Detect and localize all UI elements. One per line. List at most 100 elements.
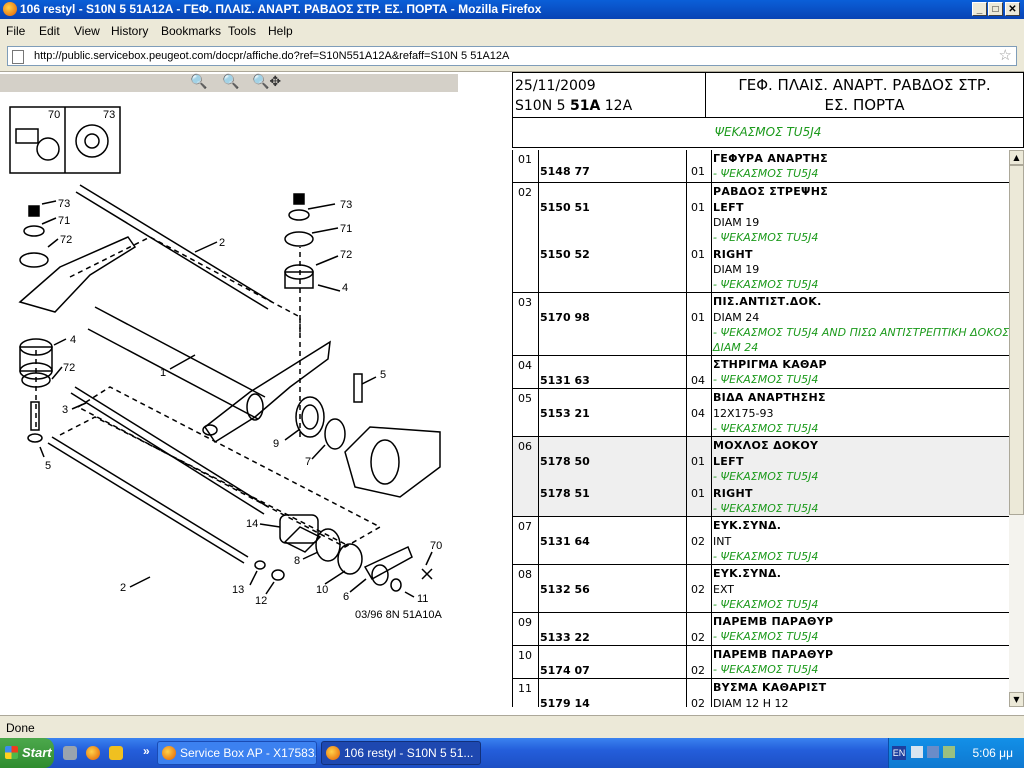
- menu-history[interactable]: History: [111, 24, 149, 38]
- diagram-label: 8: [294, 555, 300, 567]
- description-line: ΒΙΔΑ ΑΝΑΡΤΗΣΗΣ: [713, 391, 826, 404]
- item-number-cell: 04: [513, 356, 539, 388]
- part-number-cell: 5150 51 5150 52: [538, 183, 687, 292]
- firefox-launch-icon[interactable]: [86, 746, 100, 760]
- menu-help[interactable]: Help: [268, 24, 293, 38]
- description-line: EXT: [713, 583, 735, 596]
- description-line: - ΨΕΚΑΣΜΟΣ TU5J4: [713, 502, 819, 515]
- part-number[interactable]: 5150 51: [540, 201, 590, 214]
- part-number[interactable]: 5170 98: [540, 311, 590, 324]
- sheet-reference: S10N 5 51A 12A: [515, 98, 633, 114]
- pan-icon[interactable]: 🔍✥: [252, 74, 282, 90]
- part-number[interactable]: 5131 63: [540, 374, 590, 387]
- description-line: ΠΑΡΕΜΒ ΠΑΡΑΘΥΡ: [713, 615, 834, 628]
- menu-edit[interactable]: Edit: [39, 24, 60, 38]
- address-bar[interactable]: http://public.servicebox.peugeot.com/doc…: [7, 46, 1017, 66]
- part-number[interactable]: 5178 51: [540, 487, 590, 500]
- diagram-label: 6: [343, 591, 349, 603]
- quicklaunch-more-icon[interactable]: »: [143, 744, 150, 758]
- diagram-label: 2: [120, 582, 126, 594]
- diagram-label: 10: [316, 584, 328, 596]
- item-number: 08: [518, 568, 532, 581]
- description-line: DIAM 24: [713, 311, 760, 324]
- firefox-icon: [162, 746, 176, 760]
- navigation-toolbar: http://public.servicebox.peugeot.com/doc…: [0, 41, 1024, 72]
- item-number-cell: 10: [513, 646, 539, 678]
- network-icon[interactable]: [911, 746, 923, 758]
- quantity: 01: [691, 455, 705, 468]
- maximize-button[interactable]: □: [988, 2, 1003, 16]
- scroll-thumb[interactable]: [1009, 165, 1024, 515]
- description-cell: ΕΥΚ.ΣΥΝΔ.EXT- ΨΕΚΑΣΜΟΣ TU5J4: [711, 565, 1009, 612]
- description-line: ΠΑΡΕΜΒ ΠΑΡΑΘΥΡ: [713, 648, 834, 661]
- description-line: - ΨΕΚΑΣΜΟΣ TU5J4: [713, 630, 819, 643]
- diagram-label: 73: [103, 109, 115, 121]
- start-button[interactable]: Start: [0, 738, 54, 768]
- scroll-down-icon[interactable]: ▼: [1009, 692, 1024, 707]
- sheet-subtitle: ΨΕΚΑΣΜΟΣ TU5J4: [512, 118, 1024, 148]
- quantity-cell: 01: [686, 293, 712, 355]
- diagram-label: 70: [48, 109, 60, 121]
- taskbar-item-service-box[interactable]: Service Box AP - X17583...: [157, 741, 317, 765]
- zoom-out-icon[interactable]: 🔍: [222, 74, 240, 90]
- menu-bookmarks[interactable]: Bookmarks: [161, 24, 222, 38]
- diagram-label: 4: [342, 282, 348, 294]
- monitor-icon[interactable]: [927, 746, 939, 758]
- description-line: DIAM 19: [713, 216, 760, 229]
- part-number[interactable]: 5178 50: [540, 455, 590, 468]
- part-number[interactable]: 5131 64: [540, 535, 590, 548]
- part-number[interactable]: 5153 21: [540, 407, 590, 420]
- minimize-button[interactable]: _: [972, 2, 987, 16]
- menu-view[interactable]: View: [74, 24, 100, 38]
- diagram-label: 9: [273, 438, 279, 450]
- zoom-in-icon[interactable]: 🔍: [190, 74, 208, 90]
- address-url[interactable]: http://public.servicebox.peugeot.com/doc…: [34, 50, 510, 62]
- show-desktop-icon[interactable]: [63, 746, 77, 760]
- item-number: 05: [518, 392, 532, 405]
- diagram-label: 71: [58, 215, 70, 227]
- language-indicator[interactable]: EN: [892, 746, 906, 760]
- sheet-header-left: 25/11/2009 S10N 5 51A 12A: [512, 72, 706, 118]
- menu-tools[interactable]: Tools: [228, 24, 257, 38]
- scroll-up-icon[interactable]: ▲: [1009, 150, 1024, 165]
- taskbar-item-106-restyl[interactable]: 106 restyl - S10N 5 51...: [321, 741, 481, 765]
- firefox-icon: [326, 746, 340, 760]
- part-number[interactable]: 5174 07: [540, 664, 590, 677]
- bookmark-star-icon[interactable]: ☆: [998, 47, 1012, 64]
- part-number[interactable]: 5133 22: [540, 631, 590, 644]
- sheet-scrollbar[interactable]: ▲ ▼: [1009, 150, 1024, 707]
- close-button[interactable]: ✕: [1005, 2, 1020, 16]
- diagram-label: 72: [60, 234, 72, 246]
- part-number-cell: 5179 14: [538, 679, 687, 707]
- part-number[interactable]: 5179 14: [540, 697, 590, 707]
- part-number[interactable]: 5150 52: [540, 248, 590, 261]
- clock: 5:06 μμ: [972, 746, 1013, 760]
- parts-diagram[interactable]: 70 73 73 71 72 4 72 5 2 1 3 2 73 71 72 4…: [0, 97, 460, 657]
- description-cell: ΠΑΡΕΜΒ ΠΑΡΑΘΥΡ - ΨΕΚΑΣΜΟΣ TU5J4: [711, 613, 1009, 645]
- diagram-label: 73: [340, 199, 352, 211]
- description-line: - ΨΕΚΑΣΜΟΣ TU5J4: [713, 598, 819, 611]
- menu-file[interactable]: File: [6, 24, 26, 38]
- tray-app-icon[interactable]: [943, 746, 955, 758]
- part-number[interactable]: 5132 56: [540, 583, 590, 596]
- quicklaunch-app-icon[interactable]: [109, 746, 123, 760]
- firefox-icon: [3, 2, 17, 16]
- window-titlebar[interactable]: 106 restyl - S10N 5 51A12A - ΓΕΦ. ΠΛΑΙΣ.…: [0, 0, 1024, 19]
- part-number[interactable]: 5148 77: [540, 165, 590, 178]
- part-number-cell: 5170 98: [538, 293, 687, 355]
- quantity-cell: 04: [686, 389, 712, 436]
- quantity: 04: [691, 407, 705, 420]
